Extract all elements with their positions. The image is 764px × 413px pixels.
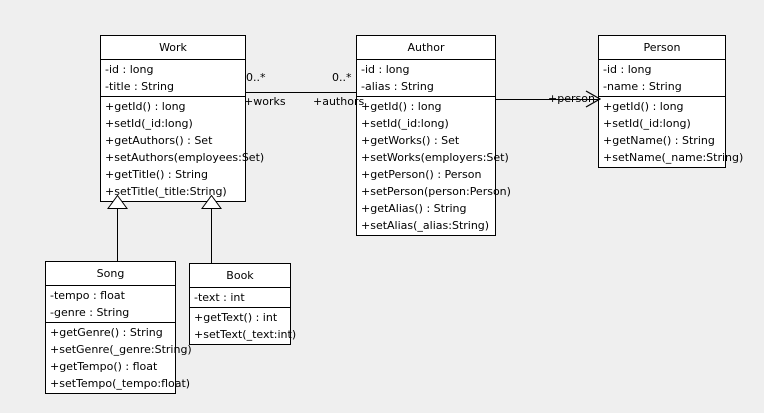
method-row: +getName() : String (603, 134, 715, 147)
method-row: +setTitle(_title:String) (105, 185, 227, 198)
method-row: +setGenre(_genre:String) (50, 343, 192, 356)
attribute-row: -tempo : float (50, 289, 125, 302)
attribute-row: -text : int (194, 291, 245, 304)
attribute-row: -genre : String (50, 306, 130, 319)
attribute-row: -id : long (361, 63, 410, 76)
generalization-triangle-song (107, 194, 128, 209)
method-row: +setWorks(employers:Set) (361, 151, 509, 164)
multiplicity-author-end: 0..* (332, 71, 352, 84)
attribute-row: -title : String (105, 80, 175, 93)
class-box-work[interactable]: Work -id : long -title : String +getId()… (100, 35, 265, 202)
attributes-compartment-work: -id : long -title : String (101, 59, 245, 96)
method-row: +setAuthors(employees:Set) (105, 151, 265, 164)
class-name-work: Work (159, 41, 187, 54)
open-arrowhead-person (585, 90, 602, 108)
method-row: +getAuthors() : Set (105, 134, 213, 147)
method-row: +getId() : long (603, 100, 684, 113)
method-row: +setAlias(_alias:String) (361, 219, 490, 232)
method-row: +setPerson(person:Person) (361, 185, 511, 198)
class-name-person: Person (643, 41, 681, 54)
method-row: +getPerson() : Person (361, 168, 482, 181)
attributes-compartment-person: -id : long -name : String (599, 59, 725, 96)
class-box-person[interactable]: Person -id : long -name : String +getId(… (598, 35, 744, 168)
association-line-author-person (495, 99, 599, 100)
methods-compartment-person: +getId() : long +setId(_id:long) +getNam… (599, 96, 744, 167)
class-box-song[interactable]: Song -tempo : float -genre : String +get… (45, 261, 192, 394)
attribute-row: -id : long (105, 63, 154, 76)
class-name-author: Author (407, 41, 445, 54)
role-person: +person (548, 92, 595, 105)
class-name-song: Song (96, 267, 125, 280)
method-row: +setId(_id:long) (603, 117, 691, 130)
method-row: +getTitle() : String (105, 168, 208, 181)
attribute-row: -alias : String (361, 80, 434, 93)
method-row: +setTempo(_tempo:float) (50, 377, 191, 390)
class-box-author[interactable]: Author -id : long -alias : String +getId… (356, 35, 511, 236)
multiplicity-work-end: 0..* (246, 71, 266, 84)
methods-compartment-work: +getId() : long +setId(_id:long) +getAut… (101, 96, 265, 201)
method-row: +setId(_id:long) (361, 117, 449, 130)
generalization-line-book-work (211, 207, 212, 263)
methods-compartment-author: +getId() : long +setId(_id:long) +getWor… (357, 96, 511, 235)
attributes-compartment-song: -tempo : float -genre : String (46, 285, 175, 322)
method-row: +getId() : long (361, 100, 442, 113)
attribute-row: -name : String (603, 80, 682, 93)
role-authors: +authors (313, 95, 365, 108)
method-row: +getWorks() : Set (361, 134, 460, 147)
method-row: +getTempo() : float (50, 360, 158, 373)
method-row: +getId() : long (105, 100, 186, 113)
generalization-triangle-book (201, 194, 222, 209)
association-line-work-author (245, 92, 356, 93)
attribute-row: -id : long (603, 63, 652, 76)
methods-compartment-song: +getGenre() : String +setGenre(_genre:St… (46, 322, 192, 393)
role-works: +works (244, 95, 286, 108)
method-row: +setId(_id:long) (105, 117, 193, 130)
method-row: +getGenre() : String (50, 326, 163, 339)
generalization-line-song-work (117, 207, 118, 261)
method-row: +getText() : int (194, 311, 278, 324)
attributes-compartment-author: -id : long -alias : String (357, 59, 495, 96)
method-row: +getAlias() : String (361, 202, 467, 215)
class-box-book[interactable]: Book -text : int +getText() : int +setTe… (189, 263, 297, 345)
method-row: +setText(_text:int) (194, 328, 297, 341)
class-name-book: Book (226, 269, 254, 282)
method-row: +setName(_name:String) (603, 151, 744, 164)
attributes-compartment-book: -text : int (190, 287, 290, 307)
methods-compartment-book: +getText() : int +setText(_text:int) (190, 307, 297, 344)
